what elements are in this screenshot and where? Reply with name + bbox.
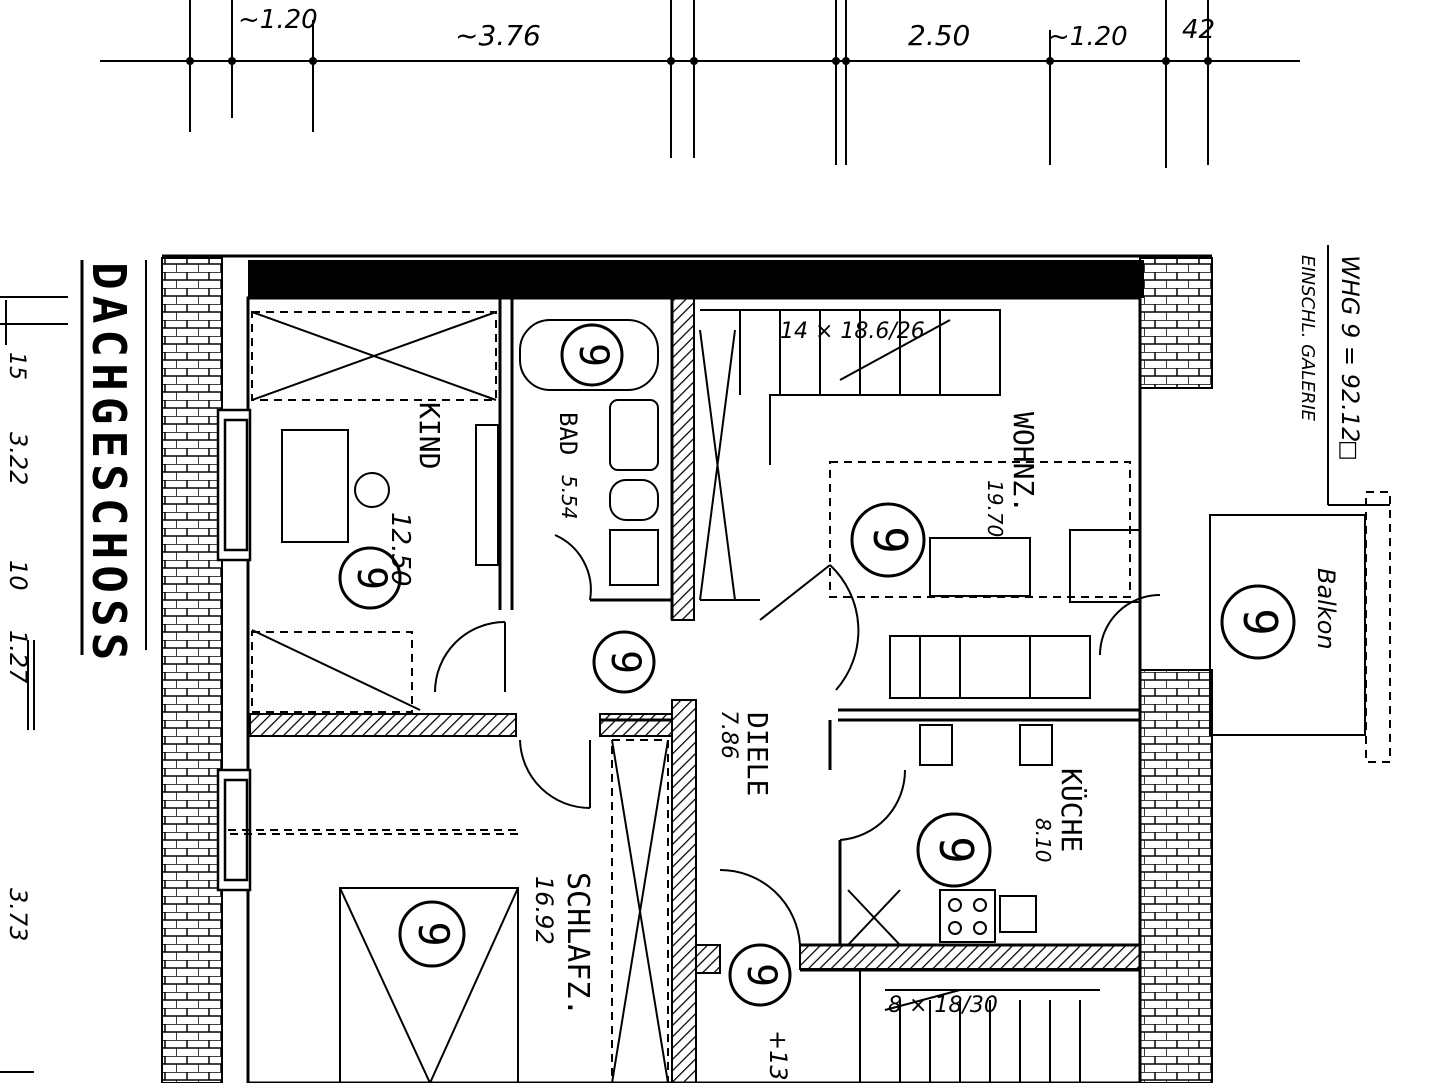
hatched-walls: [249, 297, 1141, 1083]
brick-wall-right: [1139, 257, 1213, 389]
room-name-balkon: Balkon: [1312, 568, 1340, 650]
roof-beam: [248, 260, 1144, 298]
unit-markers: [338, 323, 1296, 1007]
unit-summary: WHG 9 = 92.12: [1336, 255, 1364, 442]
unit-summary-unit: □: [1336, 440, 1361, 461]
room-name-wohnz: WOHNZ.: [1007, 412, 1040, 513]
lower-stair: [859, 970, 1100, 1083]
level-marker: +13: [764, 1030, 792, 1081]
dim-top-1: ~1.20: [238, 5, 318, 35]
room-area-schlafz: 16.92: [530, 876, 558, 945]
unit-marker-wohnz: 9: [863, 526, 917, 554]
dim-left-1: 15: [4, 352, 29, 380]
brick-wall-left: [161, 257, 223, 1083]
dim-top-2: ~3.76: [455, 19, 541, 52]
room-area-diele: 7.86: [716, 710, 741, 759]
left-dimension-chain: [0, 296, 68, 1073]
dim-left-4: 1.27: [4, 630, 32, 684]
top-dimension-ticks: [186, 57, 1212, 65]
room-area-kind: 12.50: [385, 512, 415, 586]
unit-marker-stair: 9: [738, 963, 784, 987]
unit-marker-bad: 9: [570, 343, 616, 367]
room-name-kind: KIND: [413, 402, 446, 469]
room-name-diele: DIELE: [741, 712, 774, 796]
unit-marker-diele: 9: [602, 650, 648, 674]
upper-stair-label: 14 × 18.6/26: [780, 319, 925, 344]
unit-marker-kind: 9: [348, 566, 394, 590]
top-dimension-chain: [100, 0, 1300, 168]
dim-left-3: 10: [4, 560, 32, 591]
unit-marker-kueche: 9: [929, 836, 983, 864]
dim-top-3: 2.50: [908, 19, 970, 52]
room-name-bad: BAD: [554, 412, 582, 455]
room-area-wohnz: 19.70: [983, 480, 1007, 537]
door-swings: [434, 534, 1161, 946]
unit-summary-note: EINSCHL. GALERIE: [1297, 255, 1318, 422]
dim-top-5: 42: [1182, 15, 1215, 45]
unit-marker-schlafz: 9: [409, 921, 458, 946]
room-name-kueche: KÜCHE: [1055, 768, 1089, 852]
brick-wall-right-lower: [1139, 669, 1213, 1083]
room-labels: KIND 12.50 BAD 5.54 WOHNZ. 19.70 DIELE 7…: [385, 402, 1340, 1017]
dim-top-4: ~1.20: [1048, 22, 1128, 52]
furniture: [227, 245, 1391, 1083]
room-area-kueche: 8.10: [1031, 818, 1055, 863]
room-area-bad: 5.54: [557, 475, 581, 520]
upper-stair: [699, 309, 1001, 601]
unit-marker-labels: 9 9 9 9 9 9 9 9: [348, 343, 1287, 987]
dim-left-5: 3.73: [4, 888, 32, 941]
unit-marker-balkon: 9: [1233, 608, 1287, 636]
lower-stair-label: 8 × 18/30: [888, 993, 998, 1018]
sheet-title: DACHGESCHOSS: [82, 262, 136, 666]
room-name-schlafz: SCHLAFZ.: [560, 872, 595, 1017]
dim-left-2: 3.22: [4, 432, 32, 485]
